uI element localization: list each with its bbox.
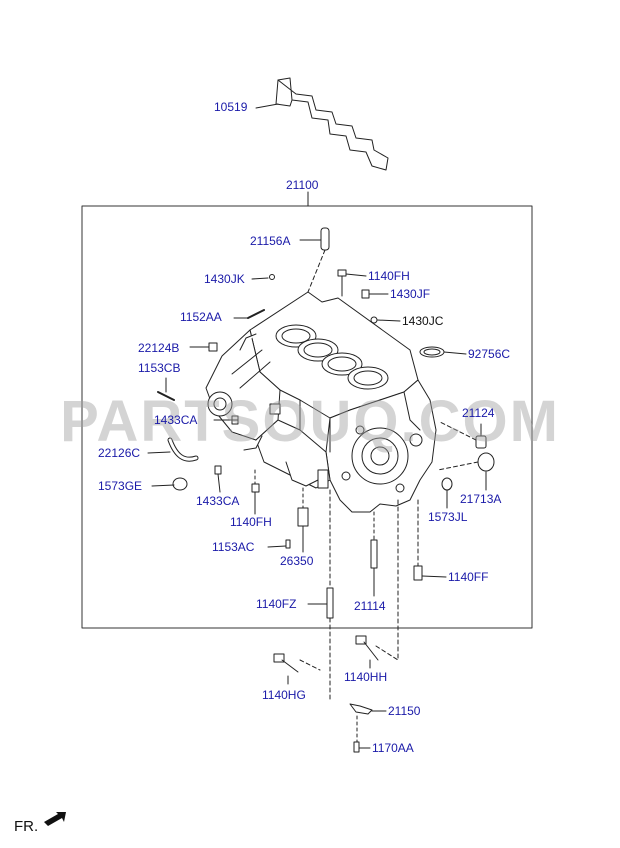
label-1140HH[interactable]: 1140HH xyxy=(344,670,388,684)
label-1140FH-bottom[interactable]: 1140FH xyxy=(230,515,272,529)
label-1430JK[interactable]: 1430JK xyxy=(204,272,245,286)
label-1433CA-bottom[interactable]: 1433CA xyxy=(196,494,240,508)
label-1140FZ[interactable]: 1140FZ xyxy=(256,597,297,611)
label-21124[interactable]: 21124 xyxy=(462,406,495,420)
arrow-down-left-icon xyxy=(44,812,66,826)
label-1433CA-top[interactable]: 1433CA xyxy=(154,413,198,427)
cylinder-block-21100 xyxy=(205,291,437,513)
label-22126C[interactable]: 22126C xyxy=(98,446,141,460)
label-10519[interactable]: 10519 xyxy=(214,100,248,114)
label-21713A[interactable]: 21713A xyxy=(460,492,502,506)
label-1430JC[interactable]: 1430JC xyxy=(402,314,444,328)
label-92756C[interactable]: 92756C xyxy=(468,347,511,361)
assembly-frame xyxy=(81,205,533,629)
label-1573JL[interactable]: 1573JL xyxy=(428,510,468,524)
label-1152AA[interactable]: 1152AA xyxy=(180,310,222,324)
label-21100[interactable]: 21100 xyxy=(286,178,319,192)
label-1430JF[interactable]: 1430JF xyxy=(390,287,431,301)
front-direction-label: FR. xyxy=(14,818,39,835)
head-gasket-10519 xyxy=(275,77,389,171)
label-1140FH-top[interactable]: 1140FH xyxy=(368,269,410,283)
label-1140HG[interactable]: 1140HG xyxy=(262,688,306,702)
label-26350[interactable]: 26350 xyxy=(280,554,314,568)
label-22124B[interactable]: 22124B xyxy=(138,341,180,355)
label-1140FF[interactable]: 1140FF xyxy=(448,570,489,584)
label-21156A[interactable]: 21156A xyxy=(250,234,291,248)
label-1153CB[interactable]: 1153CB xyxy=(138,361,181,375)
label-21114[interactable]: 21114 xyxy=(354,599,386,613)
label-1153AC[interactable]: 1153AC xyxy=(212,540,255,554)
label-21150[interactable]: 21150 xyxy=(388,704,421,718)
label-1573GE[interactable]: 1573GE xyxy=(98,479,143,493)
label-1170AA[interactable]: 1170AA xyxy=(372,741,414,755)
